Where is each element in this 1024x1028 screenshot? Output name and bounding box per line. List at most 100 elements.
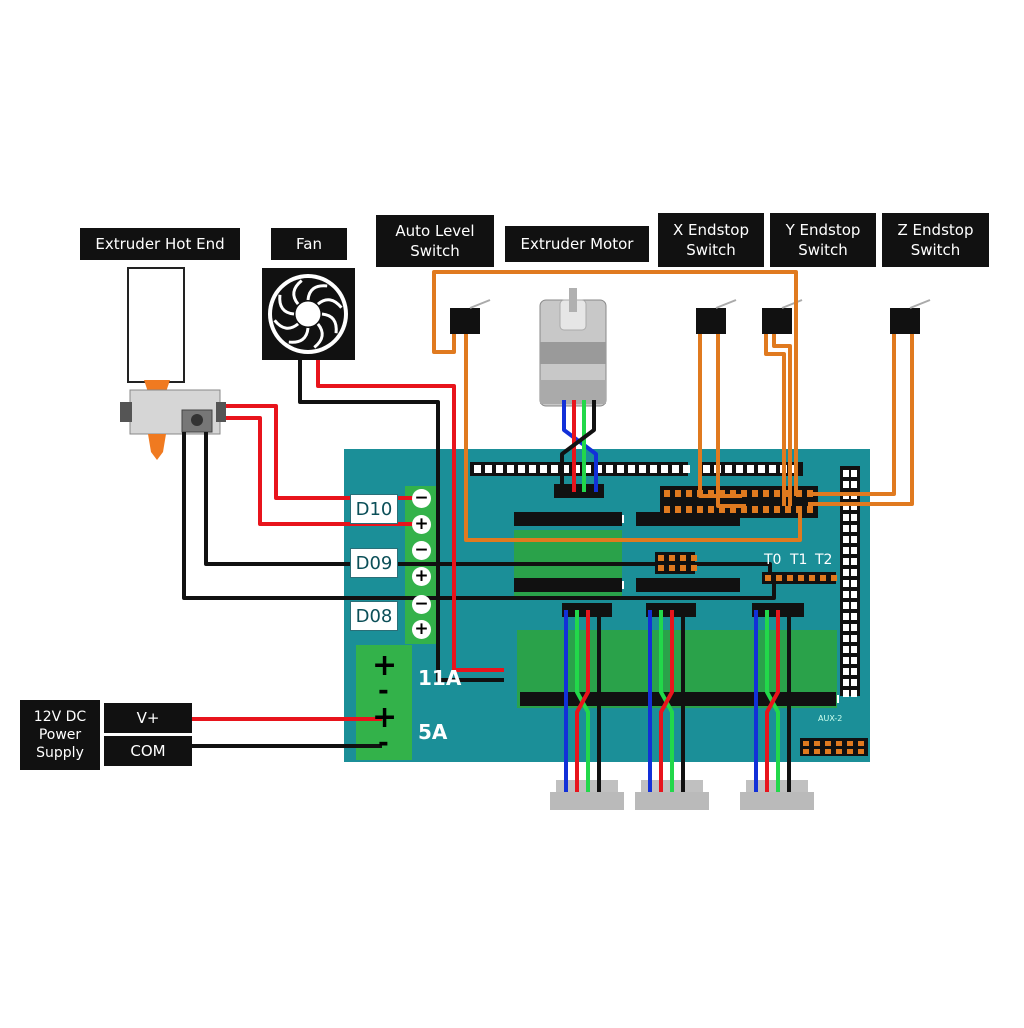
aux-pin bbox=[803, 749, 809, 754]
header-pin bbox=[683, 465, 690, 473]
rating-11a: 11A bbox=[418, 666, 462, 690]
endstop-pin bbox=[774, 490, 780, 497]
endstop-pin bbox=[697, 490, 703, 497]
header-pin bbox=[474, 465, 481, 473]
stepper-z-wire bbox=[765, 610, 780, 792]
header-pin bbox=[851, 525, 857, 532]
thermistor-wire-1 bbox=[204, 432, 772, 574]
endstop-pin bbox=[686, 506, 692, 513]
fan-blade bbox=[321, 312, 338, 334]
aux-pin bbox=[847, 749, 853, 754]
header-pin bbox=[843, 503, 849, 510]
header-pin bbox=[843, 569, 849, 576]
endstop-pin bbox=[741, 490, 747, 497]
t1-label: T1 bbox=[790, 552, 808, 568]
header-pin bbox=[843, 547, 849, 554]
header-pin bbox=[851, 635, 857, 642]
d09-minus-terminal: − bbox=[412, 541, 431, 560]
t2-label: T2 bbox=[815, 552, 833, 568]
header-pin bbox=[851, 657, 857, 664]
d10-plus-terminal: + bbox=[412, 515, 431, 534]
header-pin bbox=[851, 470, 857, 477]
header-pin bbox=[851, 602, 857, 609]
fan-blade bbox=[316, 298, 343, 309]
y-endstop-switch bbox=[762, 299, 803, 334]
header-pin bbox=[843, 657, 849, 664]
header-pin bbox=[843, 668, 849, 675]
fan-blade bbox=[306, 284, 328, 301]
header-pin bbox=[843, 635, 849, 642]
endstop-pin bbox=[730, 490, 736, 497]
fan-blades bbox=[273, 279, 343, 349]
jumper-pin bbox=[669, 565, 675, 571]
power-minus-top: - bbox=[378, 676, 389, 706]
endstop-pin bbox=[807, 490, 813, 497]
header-pin bbox=[843, 624, 849, 631]
endstop-pin bbox=[730, 506, 736, 513]
header-pin bbox=[507, 465, 514, 473]
header-pin bbox=[851, 679, 857, 686]
thermistor-pin bbox=[787, 575, 793, 581]
power-terminal-block bbox=[356, 645, 412, 760]
endstop-header-pins bbox=[658, 490, 864, 754]
extruder-motor-shaft bbox=[569, 288, 577, 312]
jumper-pin bbox=[658, 565, 664, 571]
header-pin bbox=[639, 465, 646, 473]
d08-label: D08 bbox=[350, 601, 398, 631]
hot-end-nozzle-top bbox=[144, 380, 170, 392]
header-pin bbox=[851, 690, 857, 697]
jumper-pin bbox=[669, 555, 675, 561]
endstop-pin bbox=[763, 506, 769, 513]
fan-wire-red bbox=[316, 360, 504, 672]
header-pin bbox=[851, 514, 857, 521]
endstop-pin bbox=[752, 490, 758, 497]
header-pin bbox=[851, 580, 857, 587]
power-supply-label: 12V DC Power Supply bbox=[20, 700, 100, 770]
header-pin bbox=[851, 503, 857, 510]
thermistor-pin bbox=[820, 575, 826, 581]
header-pin bbox=[851, 668, 857, 675]
jumper-pin bbox=[658, 555, 664, 561]
power-plus-bottom: + bbox=[372, 700, 398, 735]
endstop-pin bbox=[774, 506, 780, 513]
header-pin bbox=[843, 470, 849, 477]
endstop-pin bbox=[708, 490, 714, 497]
header-pin bbox=[529, 465, 536, 473]
header-pin bbox=[843, 514, 849, 521]
d08-minus-terminal: − bbox=[412, 595, 431, 614]
header-pin bbox=[595, 465, 602, 473]
stepper-wires bbox=[564, 610, 791, 792]
rating-5a: 5A bbox=[418, 720, 448, 744]
thermistor-pin bbox=[765, 575, 771, 581]
header-pin bbox=[758, 465, 765, 473]
header-pin bbox=[851, 569, 857, 576]
header-pin bbox=[606, 465, 613, 473]
d09-plus-terminal: + bbox=[412, 567, 431, 586]
auto-level-wire-loop bbox=[432, 270, 798, 496]
extruder-motor-header bbox=[554, 484, 604, 498]
jumper-pin bbox=[680, 565, 686, 571]
endstop-pin bbox=[741, 506, 747, 513]
x-endstop-label: X Endstop Switch bbox=[658, 213, 764, 267]
header-pin bbox=[851, 646, 857, 653]
hot-end-cartridge bbox=[127, 267, 185, 383]
aux-pin bbox=[836, 741, 842, 746]
header-pin bbox=[703, 465, 710, 473]
z-endstop-label: Z Endstop Switch bbox=[882, 213, 989, 267]
aux-label: AUX-2 bbox=[818, 714, 843, 723]
extruder-wire-black bbox=[560, 400, 596, 492]
endstop-pin bbox=[686, 490, 692, 497]
extruder-driver-top-row bbox=[514, 512, 622, 526]
header-pin bbox=[518, 465, 525, 473]
header-pin bbox=[661, 465, 668, 473]
endstop-pin bbox=[785, 506, 791, 513]
y-endstop-wire-2 bbox=[772, 334, 792, 506]
header-pin bbox=[843, 558, 849, 565]
endstop-pin bbox=[752, 506, 758, 513]
thermistor-pin bbox=[831, 575, 837, 581]
header-pin bbox=[584, 465, 591, 473]
t0-label: T0 bbox=[764, 552, 782, 568]
auto-level-label: Auto Level Switch bbox=[376, 215, 494, 267]
endstop-pin bbox=[708, 506, 714, 513]
